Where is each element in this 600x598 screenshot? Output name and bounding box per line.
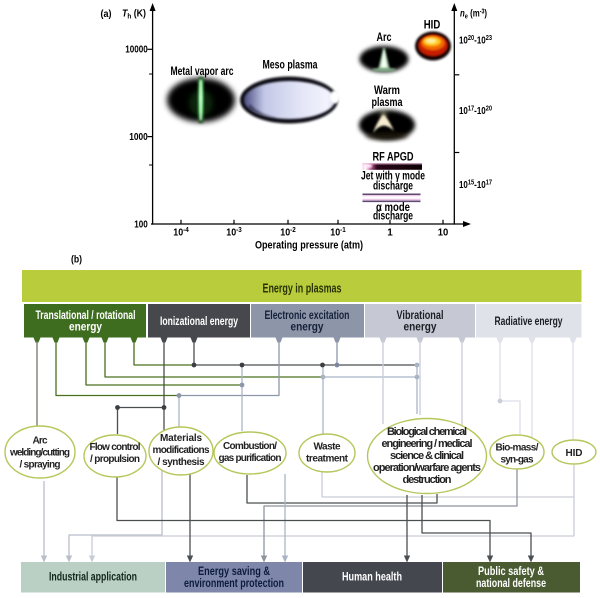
svg-text:ne (m-3): ne (m-3)	[460, 8, 487, 20]
svg-text:RF APGD: RF APGD	[373, 151, 414, 163]
svg-text:energy: energy	[69, 320, 102, 334]
svg-text:Warm: Warm	[374, 85, 400, 97]
svg-text:1020-1023: 1020-1023	[459, 35, 492, 46]
svg-text:Th (K): Th (K)	[122, 9, 146, 21]
svg-text:energy: energy	[404, 320, 437, 334]
svg-text:operation/warfare agents: operation/warfare agents	[373, 462, 481, 474]
svg-text:energy: energy	[291, 320, 324, 334]
svg-text:Biological chemical: Biological chemical	[387, 426, 467, 438]
svg-text:gas purification: gas purification	[219, 453, 282, 464]
svg-text:10: 10	[438, 227, 449, 238]
svg-text:Radiative energy: Radiative energy	[495, 314, 563, 328]
svg-text:Metal vapor arc: Metal vapor arc	[171, 66, 234, 78]
svg-text:10000: 10000	[125, 44, 148, 55]
svg-text:Energy in plasmas: Energy in plasmas	[263, 282, 342, 296]
svg-text:Arc: Arc	[33, 436, 48, 447]
svg-text:Vibrational: Vibrational	[397, 308, 444, 322]
svg-text:Meso plasma: Meso plasma	[263, 60, 318, 72]
svg-text:Public safety &: Public safety &	[478, 564, 544, 578]
svg-text:10-3: 10-3	[226, 227, 242, 238]
svg-text:discharge: discharge	[373, 180, 413, 192]
svg-text:destruction: destruction	[403, 474, 452, 486]
svg-text:1: 1	[387, 227, 393, 238]
svg-text:α mode: α mode	[376, 202, 410, 214]
svg-text:Industrial application: Industrial application	[49, 570, 137, 584]
svg-text:(b): (b)	[71, 255, 82, 266]
svg-text:10-4: 10-4	[173, 227, 189, 238]
svg-text:Bio-mass/: Bio-mass/	[496, 443, 539, 454]
svg-text:Jet with γ mode: Jet with γ mode	[361, 171, 425, 183]
svg-text:10-2: 10-2	[280, 227, 296, 238]
svg-text:modifications: modifications	[153, 445, 210, 456]
svg-text:Arc: Arc	[377, 32, 392, 44]
svg-text:Translational / rotational: Translational / rotational	[36, 308, 136, 322]
svg-text:(a): (a)	[101, 9, 112, 20]
svg-text:/ spraying: / spraying	[20, 460, 61, 471]
svg-text:welding/cutting: welding/cutting	[9, 448, 70, 459]
svg-text:environment protection: environment protection	[184, 576, 284, 590]
svg-text:Electronic excitation: Electronic excitation	[265, 308, 350, 322]
svg-text:treatment: treatment	[306, 454, 349, 465]
svg-text:Waste: Waste	[314, 442, 341, 453]
svg-text:HID: HID	[566, 448, 583, 459]
svg-text:/ propulsion: / propulsion	[90, 454, 140, 465]
svg-text:Energy saving &: Energy saving &	[198, 564, 270, 578]
svg-text:10-1: 10-1	[330, 227, 346, 238]
svg-text:engineering / medical: engineering / medical	[382, 438, 473, 450]
svg-text:Operating pressure (atm): Operating pressure (atm)	[255, 240, 363, 252]
svg-text:HID: HID	[424, 19, 441, 31]
svg-text:science & clinical: science & clinical	[390, 450, 464, 462]
svg-text:1015-1017: 1015-1017	[459, 180, 492, 191]
svg-text:syn-gas: syn-gas	[501, 455, 534, 466]
svg-text:Materials: Materials	[160, 433, 202, 444]
svg-text:/ synthesis: / synthesis	[158, 457, 205, 468]
svg-text:plasma: plasma	[372, 97, 403, 109]
svg-text:national defense: national defense	[476, 576, 546, 590]
svg-text:Ionizational energy: Ionizational energy	[160, 314, 238, 328]
svg-text:100: 100	[134, 219, 148, 230]
svg-text:Combustion/: Combustion/	[223, 441, 277, 452]
svg-text:1000: 1000	[129, 132, 148, 143]
svg-text:discharge: discharge	[373, 210, 413, 222]
svg-text:Flow control: Flow control	[90, 442, 141, 453]
svg-text:Human health: Human health	[342, 570, 402, 584]
svg-text:1017-1020: 1017-1020	[459, 106, 492, 117]
